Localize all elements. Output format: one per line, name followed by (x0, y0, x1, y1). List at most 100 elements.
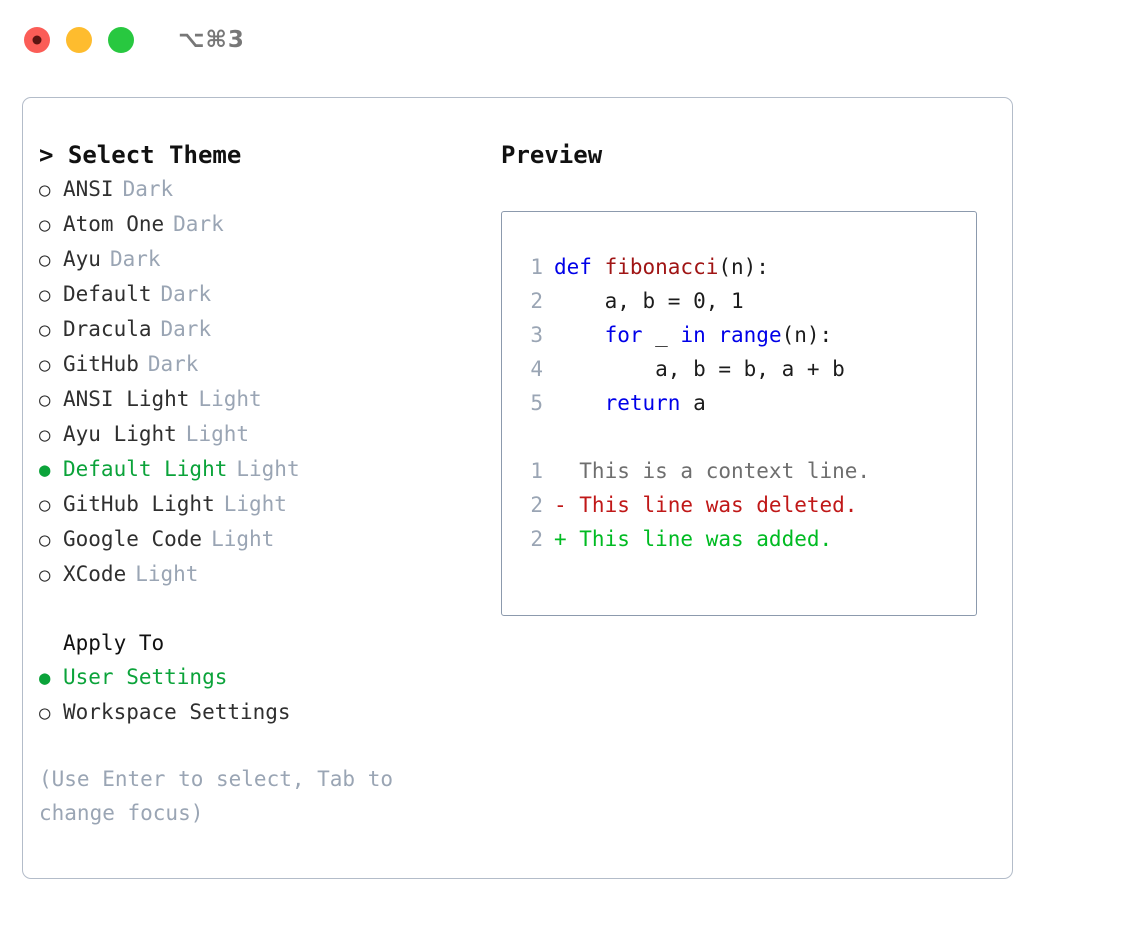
theme-option-kind: Dark (160, 317, 212, 341)
diff-line: 2- This line was deleted. (515, 488, 976, 522)
code-token (554, 386, 605, 420)
theme-option-label: Dracula (63, 317, 152, 341)
theme-option-label: XCode (63, 562, 127, 586)
keyboard-hint-text: (Use Enter to select, Tab to change focu… (39, 767, 394, 825)
radio-unselected-icon: ○ (39, 389, 51, 411)
code-token: for (604, 323, 643, 347)
radio-unselected-icon: ○ (39, 179, 51, 201)
theme-option-dracula[interactable]: ○ Dracula Dark (39, 312, 499, 347)
keyboard-shortcut-label: ⌥⌘3 (178, 27, 245, 53)
diff-line: 2 + This line was added. (515, 522, 976, 556)
theme-option-kind: Dark (173, 212, 224, 236)
code-token: (n): (781, 323, 833, 347)
code-token: return (604, 391, 681, 415)
code-token: a, b = 0, 1 (554, 289, 744, 313)
code-token: fibonacci (604, 255, 719, 279)
apply-to-heading: Apply To (63, 631, 165, 655)
radio-selected-icon: ● (39, 667, 51, 689)
theme-option-kind: Dark (147, 352, 199, 376)
radio-unselected-icon: ○ (39, 214, 51, 236)
theme-option-ayu-light[interactable]: ○ Ayu Light Light (39, 417, 499, 452)
theme-option-google-code[interactable]: ○ Google Code Light (39, 522, 499, 557)
code-line-number: 4 (530, 357, 543, 381)
code-line-number: 2 (530, 289, 543, 313)
radio-unselected-icon: ○ (39, 354, 51, 376)
diff-line: 1 This is a context line. (515, 454, 976, 488)
theme-option-ansi[interactable]: ○ ANSI Dark (39, 172, 499, 207)
code-token: _ (642, 323, 681, 347)
diff-sample: 1 This is a context line.2- This line wa… (515, 454, 976, 556)
theme-option-kind: Light (211, 527, 275, 551)
theme-option-default[interactable]: ○ Default Dark (39, 277, 499, 312)
theme-option-kind: Light (185, 422, 250, 446)
radio-unselected-icon: ○ (39, 284, 51, 306)
theme-option-label: Google Code (63, 527, 203, 551)
theme-option-ansi-light[interactable]: ○ ANSI Light Light (39, 382, 499, 417)
theme-option-label: ANSI (63, 177, 114, 201)
radio-unselected-icon: ○ (39, 319, 51, 341)
theme-option-label: Ayu (63, 247, 101, 271)
apply-to-option-label: Workspace Settings (63, 700, 291, 724)
radio-unselected-icon: ○ (39, 564, 51, 586)
code-token: a (680, 391, 706, 415)
apply-to-option-user-settings[interactable]: ● User Settings (39, 660, 499, 695)
diff-line-number: 1 (530, 459, 543, 483)
theme-option-kind: Dark (160, 282, 212, 306)
theme-option-default-light[interactable]: ● Default Light Light (39, 452, 499, 487)
diff-line-number: 2 (530, 527, 543, 551)
theme-option-label: ANSI Light (63, 387, 190, 411)
code-line-number: 3 (530, 323, 543, 347)
code-line-number: 5 (530, 391, 543, 415)
section-spacer (39, 592, 499, 626)
theme-option-label: Ayu Light (63, 422, 177, 446)
select-theme-heading: > Select Theme (39, 141, 242, 169)
diff-line-text: - This line was deleted. (554, 493, 858, 517)
theme-option-label: Default (63, 282, 152, 306)
code-line: 3 for _ in range(n): (515, 318, 976, 352)
apply-to-option-label: User Settings (63, 665, 228, 689)
code-token: (n): (718, 255, 769, 279)
radio-selected-icon: ● (39, 459, 51, 481)
code-line: 1 def fibonacci(n): (515, 250, 976, 284)
theme-option-kind: Light (223, 492, 287, 516)
radio-unselected-icon: ○ (39, 702, 51, 724)
theme-option-atom-one[interactable]: ○ Atom One Dark (39, 207, 499, 242)
code-token (554, 318, 605, 352)
theme-option-kind: Light (135, 562, 199, 586)
close-button[interactable] (24, 27, 50, 53)
code-token: a, b = b, a + b (554, 357, 845, 381)
diff-line-text: This is a context line. (554, 459, 871, 483)
window-controls (24, 27, 134, 53)
code-blank-line (515, 420, 976, 454)
code-token: in range (680, 323, 782, 347)
radio-unselected-icon: ○ (39, 249, 51, 271)
maximize-button[interactable] (108, 27, 134, 53)
code-line-number: 1 (530, 255, 543, 279)
radio-unselected-icon: ○ (39, 529, 51, 551)
code-line: 5 return a (515, 386, 976, 420)
minimize-button[interactable] (66, 27, 92, 53)
apply-to-option-workspace-settings[interactable]: ○ Workspace Settings (39, 695, 499, 730)
radio-unselected-icon: ○ (39, 494, 51, 516)
theme-option-kind: Light (236, 457, 300, 481)
code-token: def (554, 255, 605, 279)
diff-line-text: + This line was added. (554, 527, 833, 551)
theme-option-kind: Dark (122, 177, 174, 201)
radio-unselected-icon: ○ (39, 424, 51, 446)
theme-option-kind: Light (198, 387, 262, 411)
code-line: 2 a, b = 0, 1 (515, 284, 976, 318)
theme-option-label: Default Light (63, 457, 228, 481)
theme-option-label: Atom One (63, 212, 165, 236)
theme-option-xcode[interactable]: ○ XCode Light (39, 557, 499, 592)
preview-heading: Preview (501, 141, 603, 169)
